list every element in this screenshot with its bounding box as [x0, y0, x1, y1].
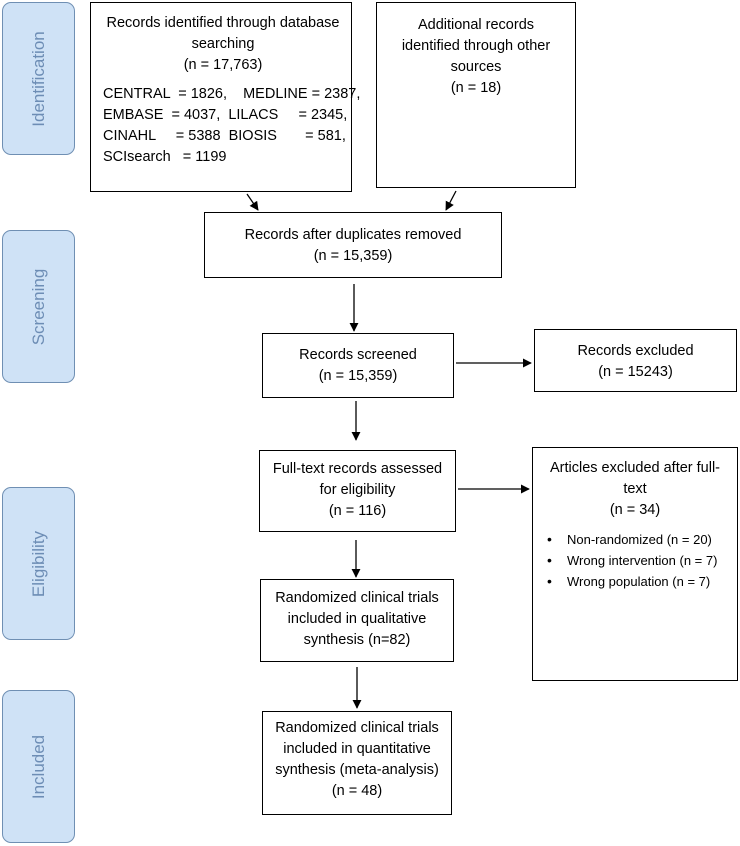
qualitative-line-1: Randomized clinical trials — [275, 590, 439, 606]
exclusion-reasons-list: Non-randomized (n = 20) Wrong interventi… — [539, 529, 731, 592]
quantitative-count: (n = 48) — [331, 783, 383, 799]
fulltext-assessed-line-2: for eligibility — [319, 482, 396, 498]
database-search-line-1: Records identified through database — [106, 15, 340, 31]
records-excluded-box: Records excluded (n = 15243) — [534, 329, 737, 392]
quantitative-synthesis-box: Randomized clinical trials included in q… — [262, 711, 452, 815]
phase-eligibility: Eligibility — [2, 487, 75, 640]
quantitative-line-3: synthesis (meta-analysis) — [275, 762, 439, 778]
phase-screening: Screening — [2, 230, 75, 383]
qualitative-synthesis-box: Randomized clinical trials included in q… — [260, 579, 454, 662]
fulltext-excluded-line-1: Articles excluded after full- — [549, 460, 721, 476]
source-line-2: EMBASE = 4037, LILACS = 2345, — [103, 107, 348, 123]
database-search-box: Records identified through database sear… — [90, 2, 361, 192]
duplicates-removed-line-1: Records after duplicates removed — [244, 227, 462, 243]
fulltext-excluded-box: Articles excluded after full- text (n = … — [532, 447, 738, 681]
fulltext-assessed-line-1: Full-text records assessed — [272, 461, 443, 477]
other-sources-count: (n = 18) — [450, 80, 502, 96]
fulltext-assessed-box: Full-text records assessed for eligibili… — [259, 450, 456, 532]
arrow-other-to-duplicates — [445, 190, 457, 211]
quantitative-line-2: included in quantitative — [283, 741, 431, 757]
qualitative-count: synthesis (n=82) — [303, 632, 411, 648]
records-screened-line-1: Records screened — [299, 347, 417, 363]
fulltext-excluded-count: (n = 34) — [609, 502, 661, 518]
arrow-database-to-duplicates — [246, 193, 259, 211]
fulltext-excluded-line-2: text — [623, 481, 647, 497]
duplicates-removed-count: (n = 15,359) — [313, 248, 393, 264]
other-sources-line-1: Additional records — [417, 17, 535, 33]
fulltext-assessed-count: (n = 116) — [328, 503, 387, 519]
source-line-3: CINAHL = 5388 BIOSIS = 581, — [103, 128, 346, 144]
source-line-1: CENTRAL = 1826, MEDLINE = 2387, — [103, 86, 361, 102]
exclusion-reason-item: Wrong population (n = 7) — [539, 571, 731, 592]
records-screened-box: Records screened (n = 15,359) — [262, 333, 454, 398]
phase-included: Included — [2, 690, 75, 843]
records-screened-count: (n = 15,359) — [318, 368, 398, 384]
duplicates-removed-box: Records after duplicates removed (n = 15… — [204, 212, 502, 278]
other-sources-line-2: identified through other — [401, 38, 551, 54]
source-line-4: SCIsearch = 1199 — [103, 149, 227, 165]
other-sources-box: Additional records identified through ot… — [376, 2, 576, 188]
database-search-line-2: searching — [191, 36, 255, 52]
quantitative-line-1: Randomized clinical trials — [275, 720, 439, 736]
exclusion-reason-item: Wrong intervention (n = 7) — [539, 550, 731, 571]
qualitative-line-2: included in qualitative — [287, 611, 427, 627]
database-search-count: (n = 17,763) — [183, 57, 263, 73]
other-sources-line-3: sources — [450, 59, 502, 75]
phase-identification: Identification — [2, 2, 75, 155]
records-excluded-line-1: Records excluded — [577, 343, 694, 359]
exclusion-reason-item: Non-randomized (n = 20) — [539, 529, 731, 550]
records-excluded-count: (n = 15243) — [598, 364, 673, 380]
